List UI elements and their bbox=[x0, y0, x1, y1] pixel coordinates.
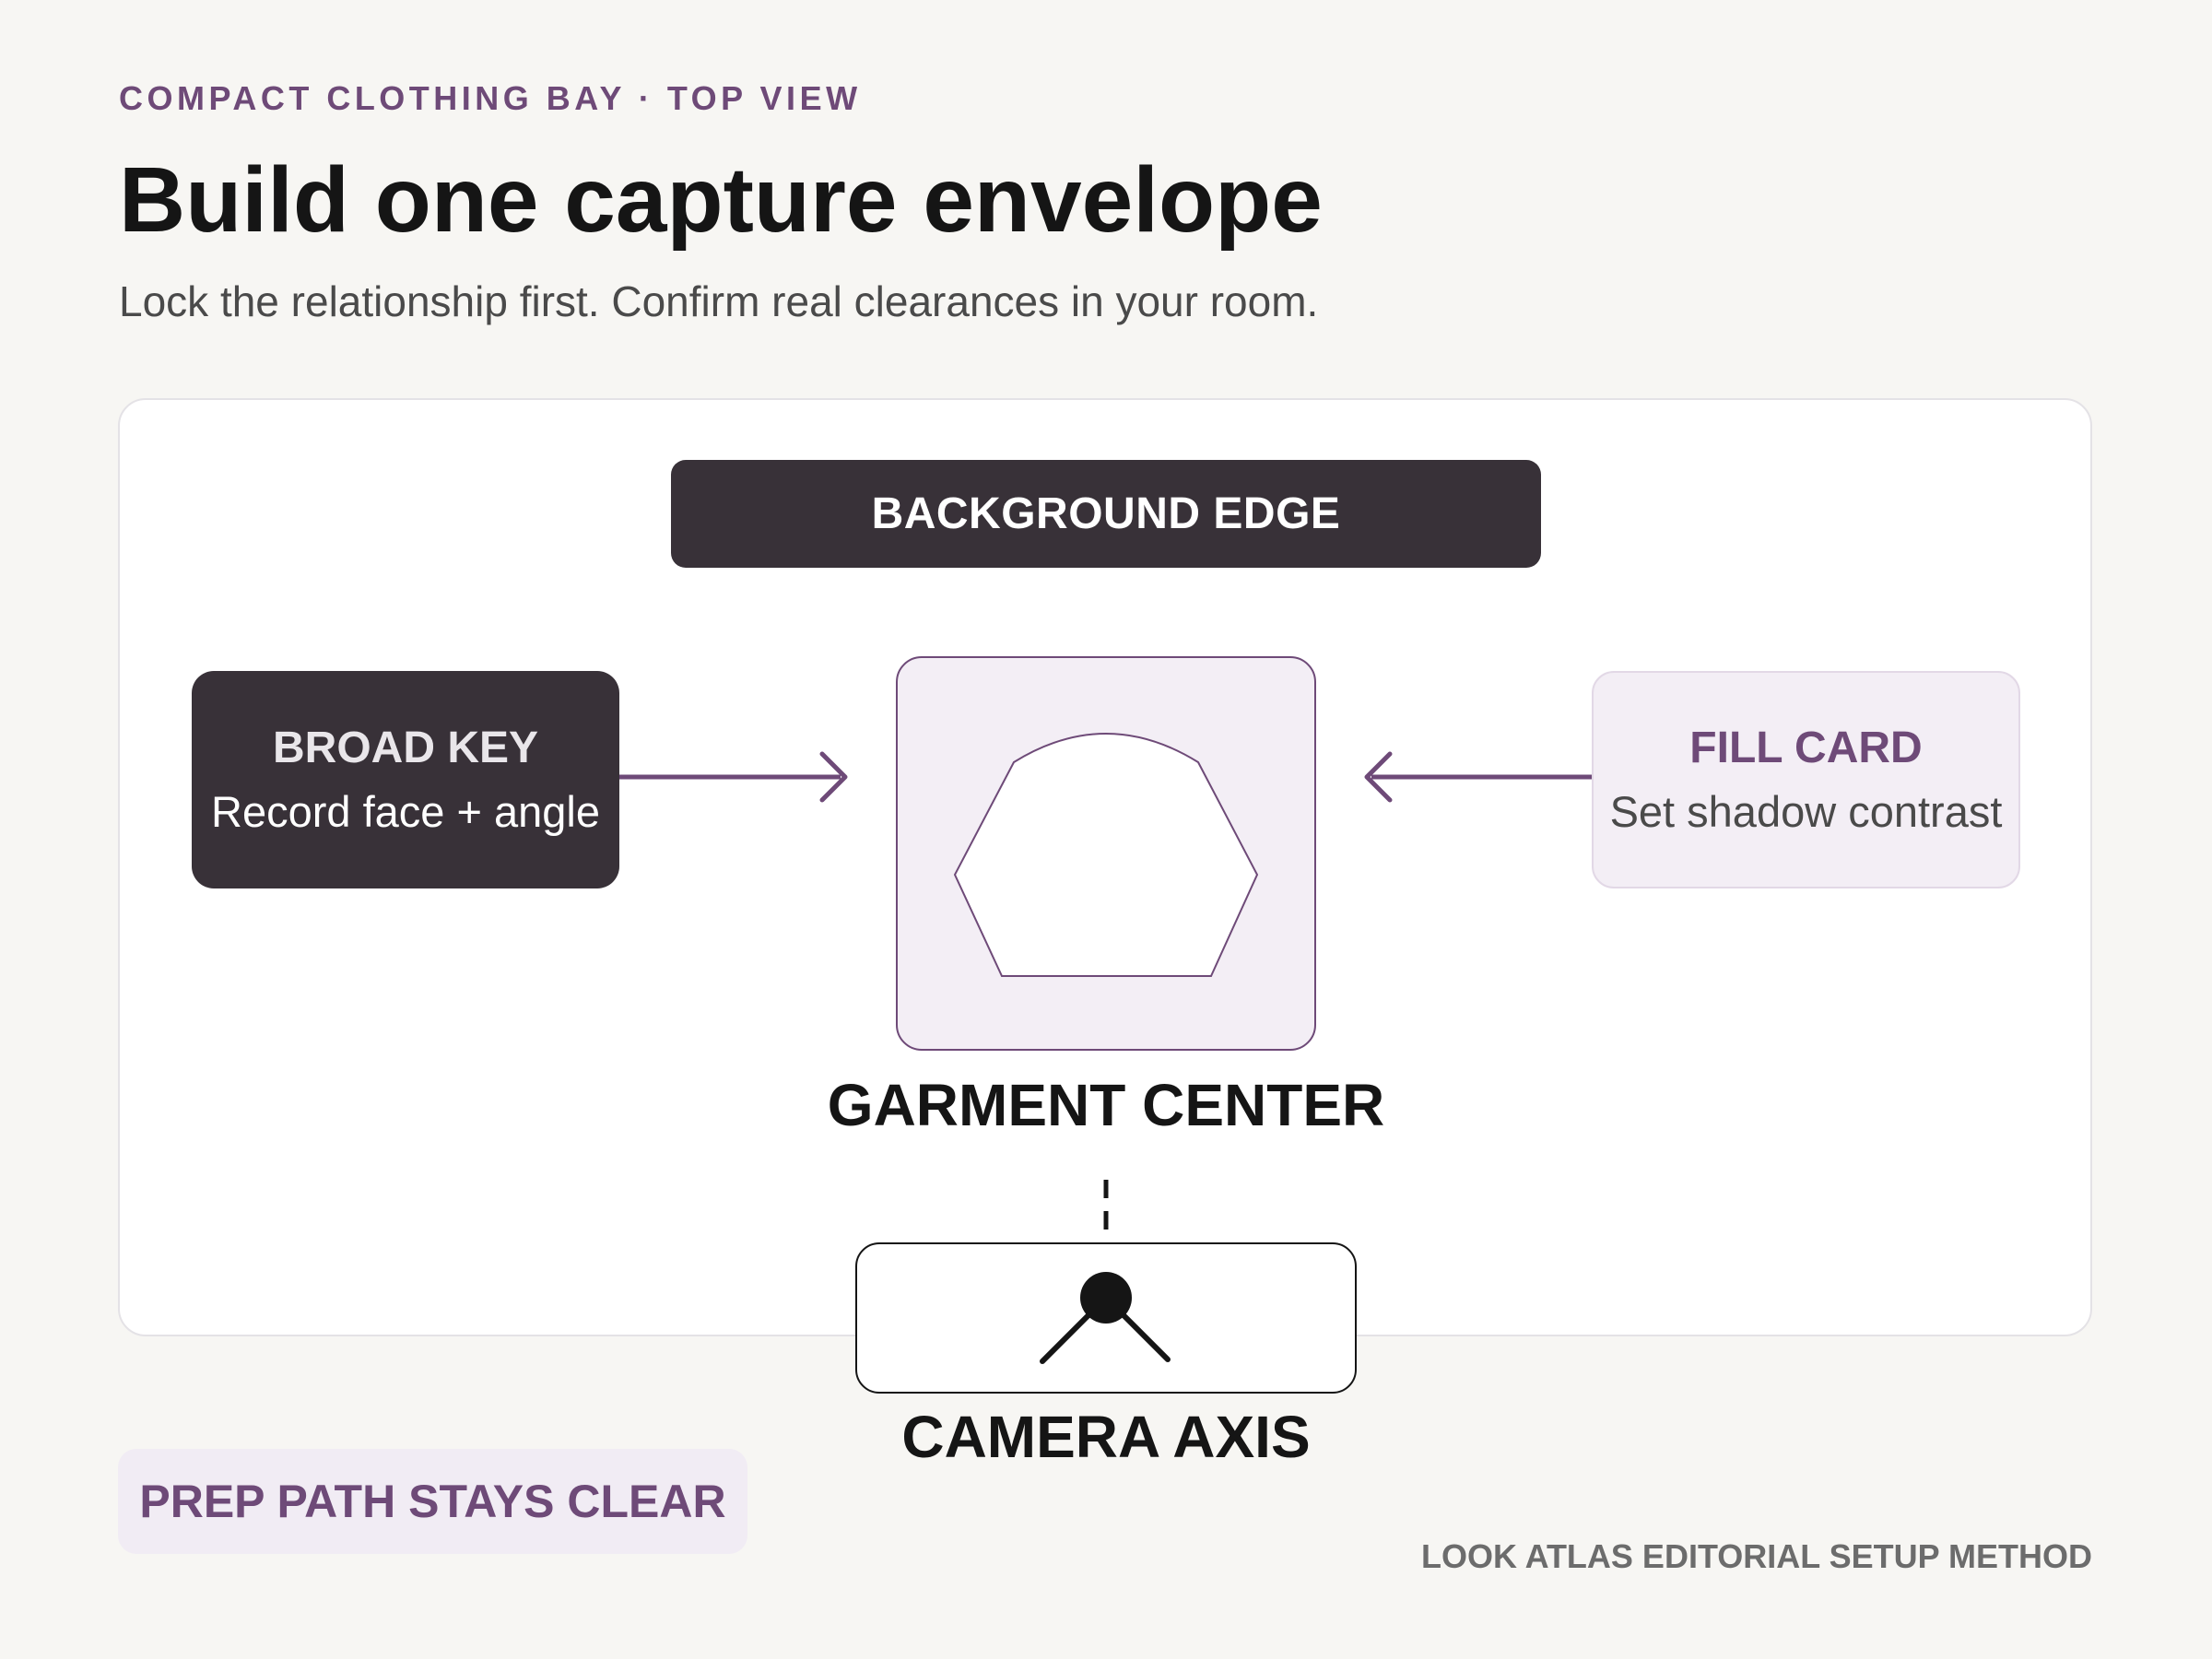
broad-key-card: BROAD KEY Record face + angle bbox=[192, 671, 619, 888]
fill-card-subtitle: Set shadow contrast bbox=[1609, 786, 2003, 836]
background-edge-bar: BACKGROUND EDGE bbox=[671, 460, 1541, 568]
camera-axis-label: CAMERA AXIS bbox=[901, 1404, 1311, 1470]
page-title: Build one capture envelope bbox=[119, 148, 1323, 252]
broad-key-subtitle: Record face + angle bbox=[211, 786, 600, 836]
page-subtitle: Lock the relationship first. Confirm rea… bbox=[119, 277, 1319, 325]
garment-shape-icon bbox=[953, 733, 1259, 977]
fill-card-title: FILL CARD bbox=[1689, 724, 1923, 773]
footer-credit: LOOK ATLAS EDITORIAL SETUP METHOD bbox=[1420, 1537, 2092, 1575]
camera-icon bbox=[1040, 1272, 1171, 1364]
fill-card-card: FILL CARD Set shadow contrast bbox=[1592, 671, 2020, 888]
garment-center-label: GARMENT CENTER bbox=[827, 1072, 1385, 1138]
arrow-right-icon bbox=[619, 751, 848, 803]
broad-key-title: BROAD KEY bbox=[272, 724, 539, 773]
prep-path-badge: PREP PATH STAYS CLEAR bbox=[118, 1449, 747, 1554]
arrow-left-icon bbox=[1364, 751, 1592, 803]
eyebrow-label: COMPACT CLOTHING BAY · TOP VIEW bbox=[119, 79, 862, 117]
